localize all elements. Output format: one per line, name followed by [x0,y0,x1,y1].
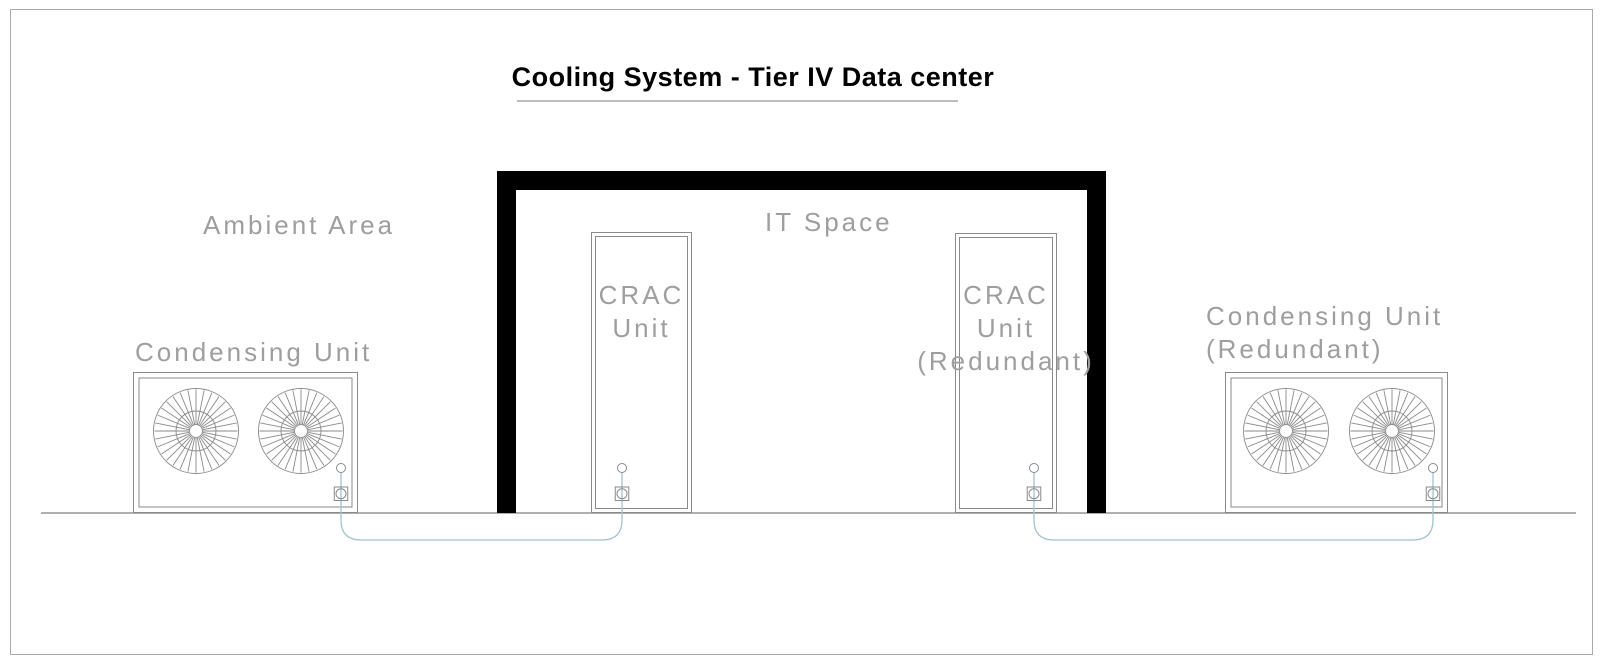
condensing-unit-right-label-line1: Condensing Unit [1206,301,1444,331]
crac-right-label-line1: CRAC [963,280,1049,310]
pipe-connector [614,463,630,501]
pipe-connector [333,463,349,501]
refrigerant-pipe-right [1033,472,1434,541]
title-underline [517,100,958,102]
fan-icon [258,388,344,474]
connectors-layer [333,463,1441,501]
pipe-connector [1026,463,1042,501]
condensing-unit-right-label: Condensing Unit (Redundant) [1206,300,1443,366]
fan-icon [153,388,239,474]
crac-unit-right-label: CRAC Unit (Redundant) [917,279,1095,378]
condensing-unit-right-label-line2: (Redundant) [1206,334,1384,364]
crac-right-label-line3: (Redundant) [917,346,1095,376]
condensing-unit-left-label: Condensing Unit [135,337,373,367]
pipe-connector [1425,463,1441,501]
crac-unit-left [591,232,692,513]
ambient-area-label: Ambient Area [203,210,396,240]
it-space-label: IT Space [765,207,893,237]
drawing-title: Cooling System - Tier IV Data center [511,62,995,92]
fan-icon [1349,388,1435,474]
crac-left-label-line1: CRAC [598,280,685,310]
refrigerant-pipe-left [340,472,623,541]
fans-layer [153,388,1435,474]
condensing-unit-left [133,372,358,513]
crac-unit-left-label: CRAC Unit [591,279,692,345]
crac-right-label-line2: Unit [976,313,1036,343]
fan-icon [1243,388,1329,474]
crac-left-label-line2: Unit [612,313,671,343]
crac-unit-right [955,233,1057,513]
